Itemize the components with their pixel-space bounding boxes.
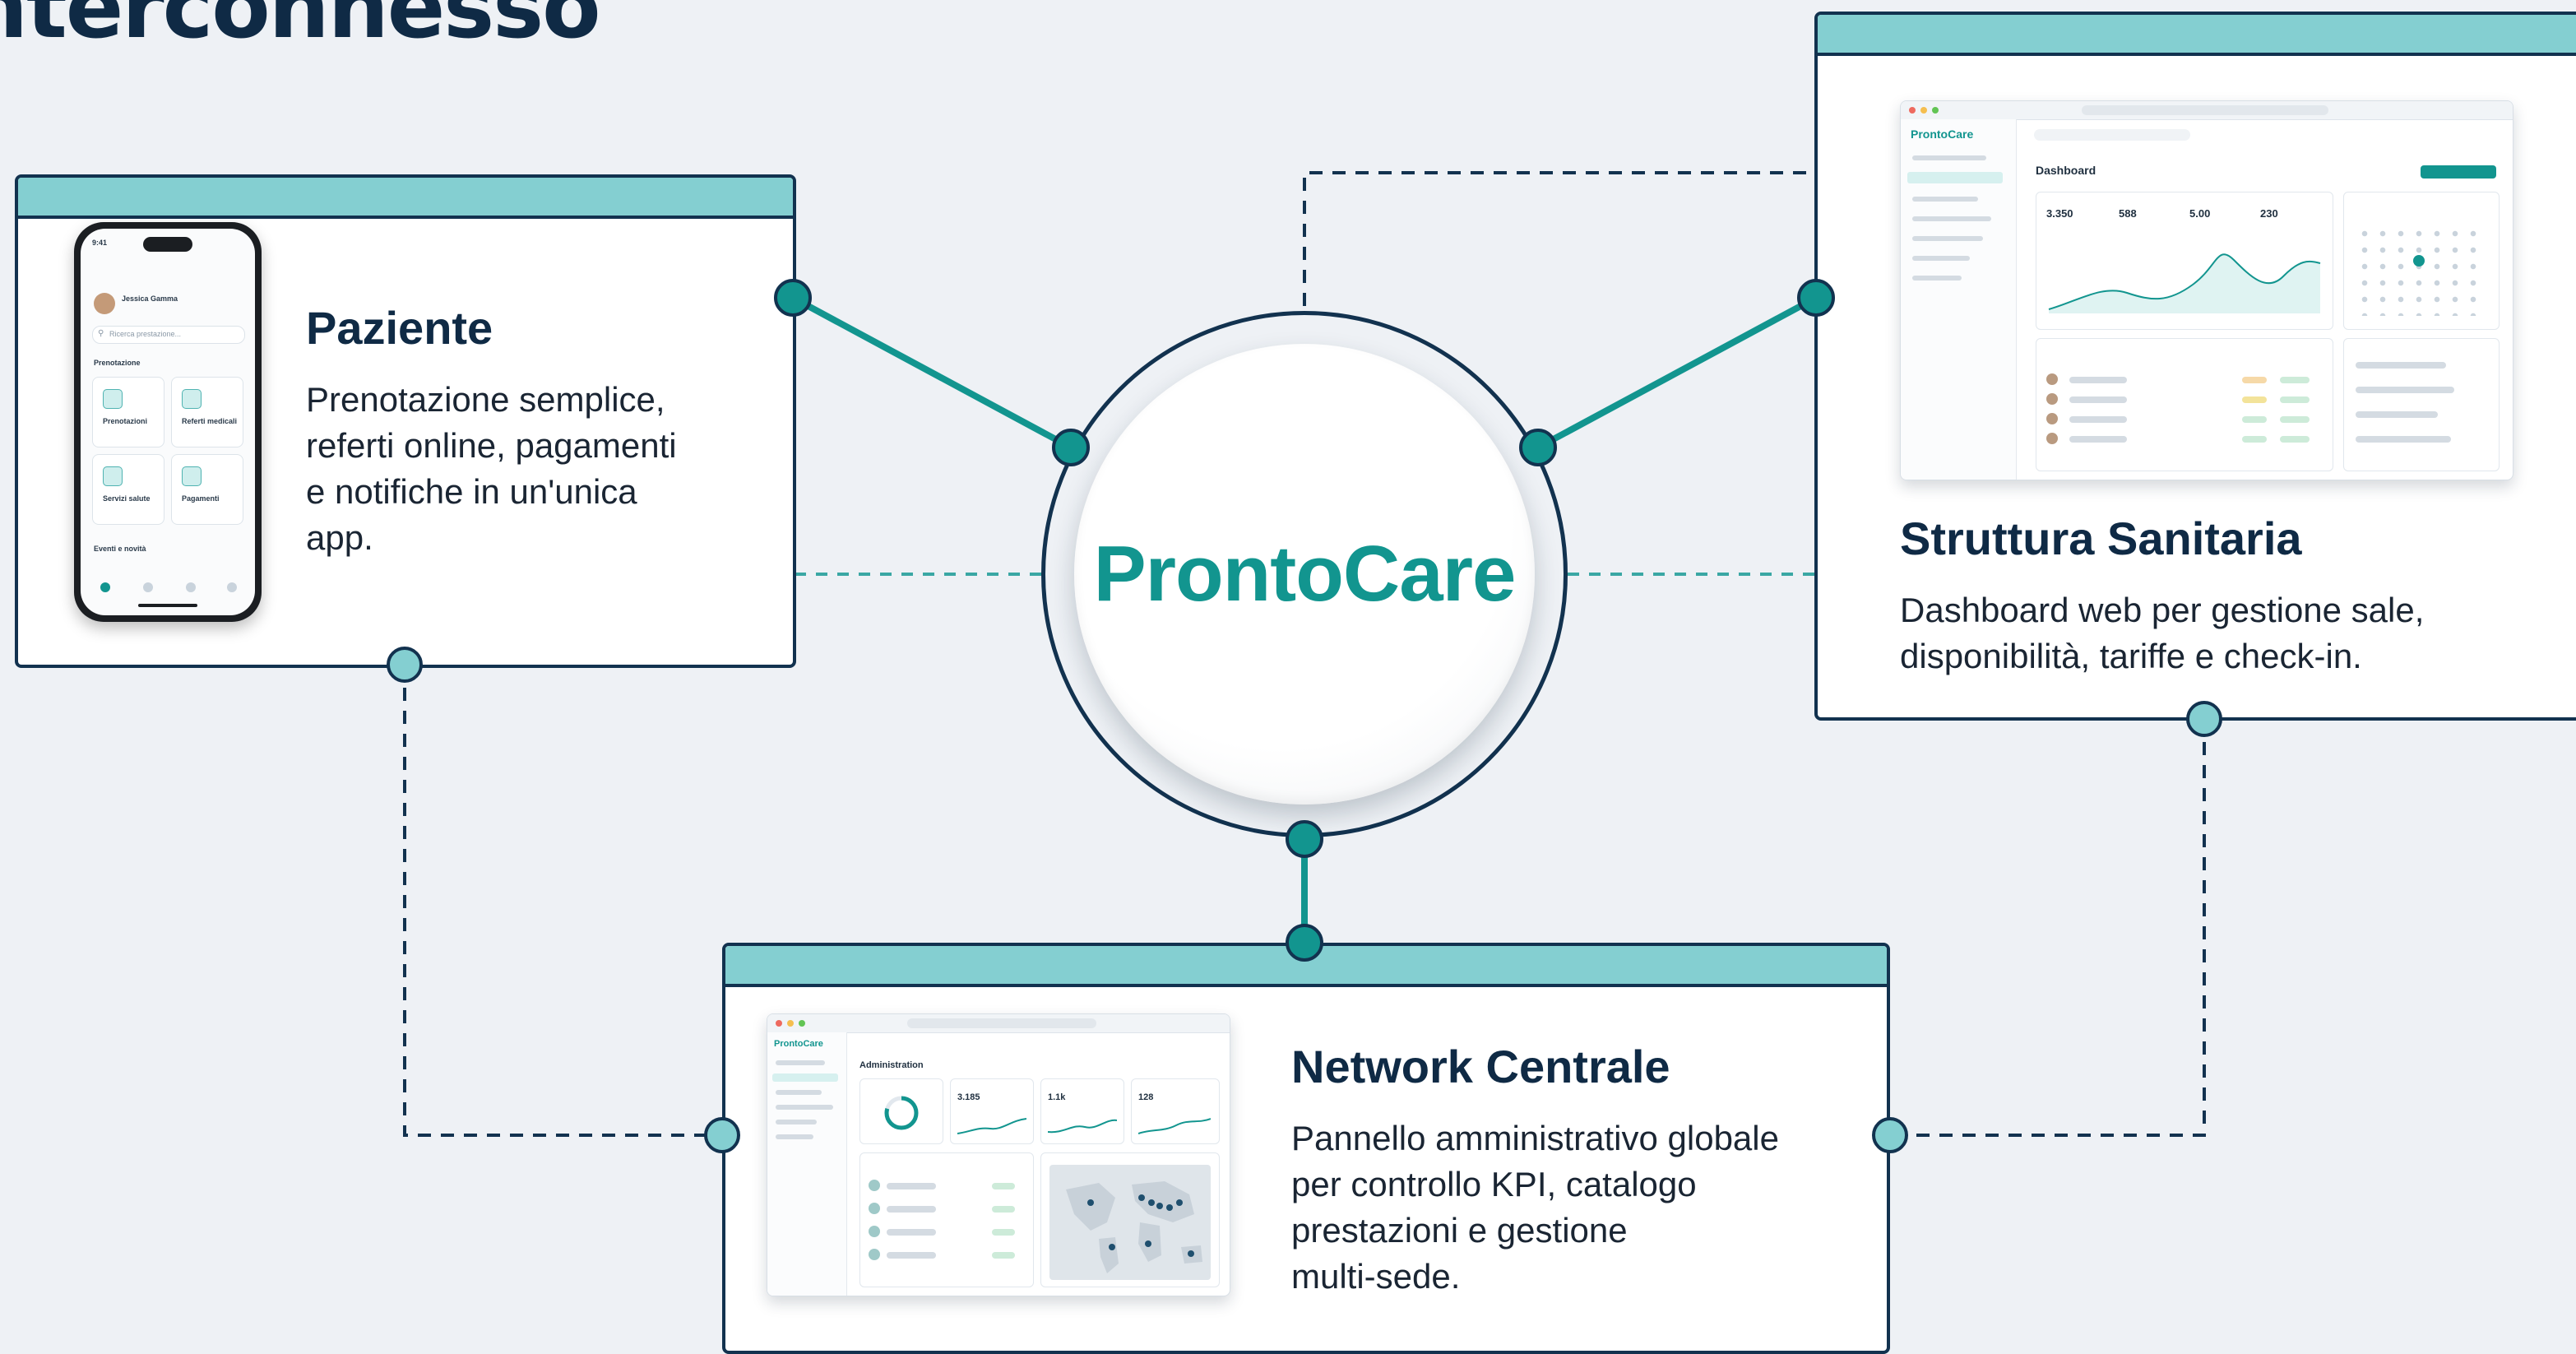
address-bar[interactable] xyxy=(2082,105,2328,115)
primary-action-button[interactable] xyxy=(2421,165,2496,179)
patient-description: Prenotazione semplice, referti online, p… xyxy=(306,377,677,561)
desc-line: Pannello amministrativo globale xyxy=(1291,1119,1779,1157)
card-header-bar xyxy=(725,946,1887,987)
trend-chart xyxy=(2048,253,2321,313)
kpi-chart-panel: 3.350 588 5.00 230 xyxy=(2036,192,2333,330)
card-header-bar xyxy=(1818,15,2576,56)
search-icon: ⚲ xyxy=(98,329,104,338)
home-indicator xyxy=(138,604,197,607)
phone-tile-payments[interactable]: Pagamenti xyxy=(171,454,243,525)
admin-sidebar: ProntoCare xyxy=(767,1032,847,1296)
phone-tile-reports[interactable]: Referti medicali xyxy=(171,377,243,447)
desc-line: referti online, pagamenti xyxy=(306,426,677,465)
phone-tile-services[interactable]: Servizi salute xyxy=(92,454,164,525)
address-bar[interactable] xyxy=(907,1018,1096,1028)
browser-toolbar xyxy=(767,1014,1230,1033)
dashed-connector-facility-network xyxy=(1890,719,2206,1137)
kpi-value: 3.185 xyxy=(957,1092,980,1102)
gauge-panel xyxy=(859,1078,943,1144)
phone-screen: 9:41 Jessica Gamma ⚲ Ricerca prestazione… xyxy=(81,229,255,615)
world-map-panel xyxy=(1040,1152,1220,1287)
avatar xyxy=(94,293,115,314)
dashed-connector-hub-facility xyxy=(1303,171,1818,306)
patient-title: Paziente xyxy=(306,302,493,354)
calendar-panel xyxy=(2343,192,2500,330)
kpi-value: 5.00 xyxy=(2189,207,2211,220)
tab-profile-icon[interactable] xyxy=(227,582,237,592)
dashboard-search-input[interactable] xyxy=(2034,129,2190,141)
phone-notch xyxy=(143,237,192,252)
performance-table-panel xyxy=(859,1152,1034,1287)
card-header-bar xyxy=(18,178,793,219)
dashed-connector-patient-network xyxy=(403,665,722,1137)
network-description: Pannello amministrativo globale per cont… xyxy=(1291,1115,1779,1300)
kpi-value: 230 xyxy=(2260,207,2278,220)
network-title: Network Centrale xyxy=(1291,1041,1670,1092)
phone-section-label: Prenotazione xyxy=(94,359,141,367)
dashboard-heading: Dashboard xyxy=(2036,164,2096,177)
world-map xyxy=(1049,1165,1211,1280)
desc-line: Dashboard web per gestione sale, xyxy=(1900,591,2425,629)
tab-home-icon[interactable] xyxy=(100,582,110,592)
phone-tile-bookings[interactable]: Prenotazioni xyxy=(92,377,164,447)
kpi-card: 128 xyxy=(1131,1078,1220,1144)
connector-lines xyxy=(403,171,2206,1137)
desc-line: per controllo KPI, catalogo xyxy=(1291,1165,1697,1203)
page-title: nterconnesso xyxy=(0,0,601,58)
desc-line: multi-sede. xyxy=(1291,1257,1461,1296)
calendar-grid xyxy=(2356,225,2487,316)
kpi-card: 3.185 xyxy=(950,1078,1034,1144)
kpi-value: 128 xyxy=(1138,1092,1154,1102)
desc-line: app. xyxy=(306,518,373,557)
hub-name: ProntoCare xyxy=(1093,530,1517,618)
solid-connector-patient xyxy=(790,294,1074,451)
mockup-brand: ProntoCare xyxy=(774,1039,823,1049)
browser-toolbar xyxy=(1901,101,2513,120)
hub-circle: ProntoCare xyxy=(1074,344,1535,805)
phone-search-input[interactable]: ⚲ Ricerca prestazione... xyxy=(92,326,245,344)
desc-line: disponibilità, tariffe e check-in. xyxy=(1900,637,2362,675)
facility-title: Struttura Sanitaria xyxy=(1900,512,2302,564)
phone-user-name: Jessica Gamma xyxy=(122,294,178,303)
desc-line: Prenotazione semplice, xyxy=(306,380,665,419)
bookings-table-panel xyxy=(2036,338,2333,471)
admin-heading: Administration xyxy=(859,1060,924,1070)
recent-activity-panel xyxy=(2343,338,2500,471)
kpi-value: 588 xyxy=(2119,207,2137,220)
phone-mockup: 9:41 Jessica Gamma ⚲ Ricerca prestazione… xyxy=(74,222,262,622)
facility-dashboard-mockup: ProntoCare Dashboard 3.350 588 5.00 230 xyxy=(1900,100,2513,480)
kpi-value: 3.350 xyxy=(2046,207,2073,220)
kpi-card: 1.1k xyxy=(1040,1078,1124,1144)
desc-line: e notifiche in un'unica xyxy=(306,472,637,511)
kpi-value: 1.1k xyxy=(1048,1092,1066,1102)
tab-reports-icon[interactable] xyxy=(186,582,196,592)
solid-connector-facility xyxy=(1535,294,1819,451)
network-admin-mockup: ProntoCare Administration 3.185 1.1k 128 xyxy=(767,1013,1230,1296)
phone-search-placeholder: Ricerca prestazione... xyxy=(109,330,182,338)
tab-calendar-icon[interactable] xyxy=(143,582,153,592)
dashboard-sidebar: ProntoCare xyxy=(1901,119,2017,480)
mockup-brand: ProntoCare xyxy=(1911,128,1974,141)
calendar-selected-day[interactable] xyxy=(2413,255,2425,267)
phone-time: 9:41 xyxy=(92,239,108,247)
phone-footer-section: Eventi e novità xyxy=(94,545,146,553)
gauge-ring xyxy=(884,1096,919,1130)
facility-description: Dashboard web per gestione sale, disponi… xyxy=(1900,587,2424,679)
desc-line: prestazioni e gestione xyxy=(1291,1211,1628,1250)
